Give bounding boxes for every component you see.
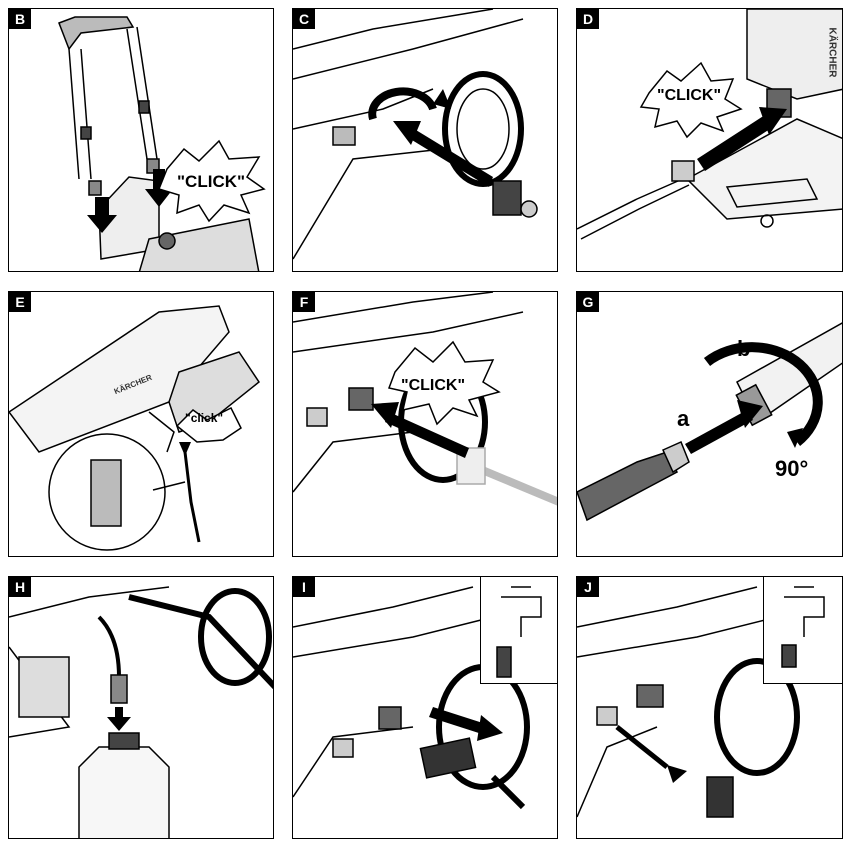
panel-c: C [292,8,558,272]
hose-connection-illustration [577,9,842,240]
click-callout: "CLICK" [177,172,246,191]
panel-label-b: B [9,9,31,29]
filter-removal-illustration [293,586,530,810]
click-callout: "click" [185,411,224,425]
faucet-icon [496,586,542,678]
panel-label-f: F [293,292,315,312]
step-b-label: b [737,336,751,361]
detergent-hose-illustration [9,586,273,838]
filter-removal-illustration [577,586,800,818]
handle-assembly-illustration [58,16,266,271]
panel-g: G a b 90° [576,291,843,557]
step-a-label: a [677,406,690,431]
panel-label-g: G [577,292,599,312]
rotation-angle-label: 90° [775,456,809,481]
panel-label-c: C [293,9,315,29]
panel-d: D "CLICK" KÄRCHER [576,8,843,272]
spray-lance-attachment-illustration [577,322,842,522]
water-inlet-connection-illustration [293,9,538,260]
panel-label-d: D [577,9,599,29]
faucet-icon [781,586,825,668]
panel-f: F "CLICK" [292,291,558,557]
panel-e: E "click" KÄRCHER [8,291,274,557]
panel-label-j: J [577,577,599,597]
high-pressure-hose-connection-illustration [293,292,557,506]
trigger-gun-connection-illustration [9,305,261,551]
faucet-inset [763,577,842,684]
faucet-inset [480,577,557,684]
panel-label-i: I [293,577,315,597]
panel-b: B "CLICK" [8,8,274,272]
click-callout: "CLICK" [401,377,466,394]
panel-label-h: H [9,577,31,597]
panel-label-e: E [9,292,31,312]
panel-j: J [576,576,843,839]
panel-i: I [292,576,558,839]
panel-h: H [8,576,274,839]
click-callout: "CLICK" [657,87,722,104]
brand-logo: KÄRCHER [826,27,838,78]
